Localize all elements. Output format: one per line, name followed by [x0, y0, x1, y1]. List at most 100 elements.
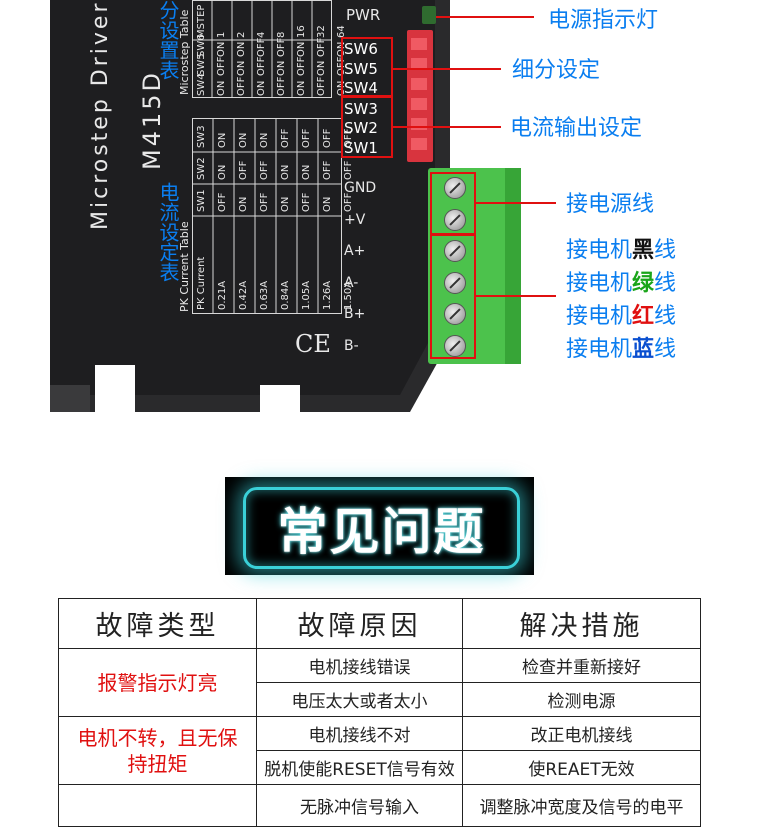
- microstep-cell: ON: [276, 60, 287, 76]
- power-led: [422, 6, 436, 24]
- faq-banner-frame: 常见问题: [243, 487, 520, 569]
- pwr-label: PWR: [346, 6, 381, 24]
- microstep-cell: OFF: [276, 37, 287, 57]
- faq-header-cause: 故障原因: [256, 598, 463, 649]
- callout-motor-green-suffix: 线: [654, 271, 677, 296]
- microstep-cell: 16: [296, 25, 307, 38]
- leader-current: [391, 126, 501, 128]
- screw-icon: [444, 208, 466, 231]
- ce-mark: CE: [295, 330, 331, 358]
- screw-icon: [444, 303, 466, 325]
- microstep-cell: ON: [236, 41, 247, 57]
- leader-microstep: [391, 68, 501, 70]
- current-cell: OFF: [259, 160, 270, 180]
- terminal-screws: [440, 175, 470, 360]
- driver-illustration: Microstep Driver M415D 分设置表 Microstep Ta…: [50, 0, 521, 412]
- terminal-label: A+: [344, 243, 366, 259]
- faq-banner-title: 常见问题: [277, 503, 486, 561]
- motor-terminal-box: [430, 233, 476, 359]
- current-cell: ON: [301, 164, 312, 180]
- callout-motor-green: 接电机绿线: [566, 265, 676, 297]
- faq-table: 故障类型 故障原因 解决措施 报警指示灯亮 电机接线错误 检查并重新接好 电压太…: [58, 598, 701, 827]
- brand-text: Microstep Driver: [88, 0, 113, 231]
- current-cell: 0.21A: [217, 280, 228, 310]
- callout-motor-red-suffix: 线: [654, 304, 677, 329]
- terminal-label: B+: [344, 306, 366, 322]
- current-side-label: 电流设定表: [156, 182, 180, 282]
- leader-power-led: [436, 16, 534, 18]
- fault-cause: 无脉冲信号输入: [256, 784, 463, 827]
- callout-power-led: 电源指示灯: [548, 8, 659, 33]
- table-row: 无脉冲信号输入 调整脉冲宽度及信号的电平: [58, 784, 701, 827]
- fault-fix: 使REAET无效: [462, 750, 701, 785]
- microstep-grid: [192, 0, 332, 98]
- current-cell: ON: [217, 164, 228, 180]
- microstep-header-cell: SW6: [196, 34, 207, 57]
- microstep-cell: OFF: [276, 76, 287, 96]
- switch-label: SW1: [344, 138, 378, 157]
- current-cell: 1.05A: [301, 280, 312, 310]
- current-cell: OFF: [322, 128, 333, 148]
- terminal-label: A-: [344, 274, 359, 291]
- current-cell: 0.42A: [238, 280, 249, 310]
- fault-cause: 电机接线不对: [256, 716, 463, 751]
- faq-banner: 常见问题: [225, 477, 534, 575]
- switch-label: SW5: [344, 59, 378, 78]
- fault-fix: 调整脉冲宽度及信号的电平: [462, 784, 701, 827]
- fault-type: 报警指示灯亮: [58, 648, 257, 717]
- microstep-cell: OFF: [316, 76, 327, 96]
- current-cell: 1.26A: [322, 280, 333, 310]
- faq-header-fault: 故障类型: [58, 598, 257, 649]
- current-header-cell: SW3: [196, 125, 207, 148]
- faq-header-row: 故障类型 故障原因 解决措施: [58, 598, 701, 649]
- power-terminal-box: [430, 172, 476, 236]
- terminal-label: B-: [344, 337, 359, 354]
- current-header-cell: SW2: [196, 157, 207, 180]
- fault-cause: 电压太大或者太小: [256, 682, 463, 717]
- microstep-header-cell: SW4: [196, 73, 207, 96]
- microstep-cell: 1: [216, 31, 227, 38]
- microstep-cell: OFF: [296, 56, 307, 76]
- screw-icon: [444, 334, 466, 357]
- fault-type-text: 电机不转，且无保持扭矩: [77, 725, 238, 776]
- fault-fix: 检测电源: [462, 682, 701, 717]
- current-cell: OFF: [280, 128, 291, 148]
- current-grid: [192, 118, 342, 314]
- switch-label: SW6: [344, 40, 378, 58]
- microstep-cell: ON: [296, 80, 307, 96]
- microstep-cell: OFF: [256, 56, 267, 76]
- current-header-cell: SW1: [196, 189, 207, 212]
- dip-switch-levers: [411, 38, 427, 158]
- microstep-table-title: Microstep Table: [178, 9, 191, 95]
- current-cell: ON: [280, 196, 291, 212]
- current-cell: ON: [280, 164, 291, 180]
- current-cell: OFF: [322, 160, 333, 180]
- fault-fix: 检查并重新接好: [462, 648, 701, 683]
- switch-label: SW3: [344, 99, 378, 118]
- callout-motor-blue-color: 蓝: [632, 337, 655, 362]
- leader-motor-wire: [476, 295, 556, 297]
- current-cell: OFF: [217, 192, 228, 212]
- callout-motor-red-prefix: 接电机: [566, 304, 633, 329]
- current-cell: OFF: [301, 192, 312, 212]
- current-cell: OFF: [259, 192, 270, 212]
- current-cell: ON: [238, 132, 249, 148]
- driver-body-svg: [50, 0, 450, 412]
- microstep-cell: ON: [216, 41, 227, 57]
- fault-cause: 脱机使能RESET信号有效: [256, 750, 463, 785]
- leader-power-wire: [476, 202, 556, 204]
- current-table-title: PK Current Table: [178, 221, 191, 312]
- callout-motor-blue: 接电机蓝线: [566, 331, 676, 363]
- faq-header-fix: 解决措施: [462, 598, 701, 649]
- screw-icon: [444, 271, 466, 294]
- current-cell: ON: [238, 196, 249, 212]
- microstep-cell: ON: [296, 41, 307, 57]
- switch-label: SW2: [344, 119, 378, 137]
- table-row: 报警指示灯亮 电机接线错误 检查并重新接好: [58, 648, 701, 717]
- microstep-cell: ON: [316, 60, 327, 76]
